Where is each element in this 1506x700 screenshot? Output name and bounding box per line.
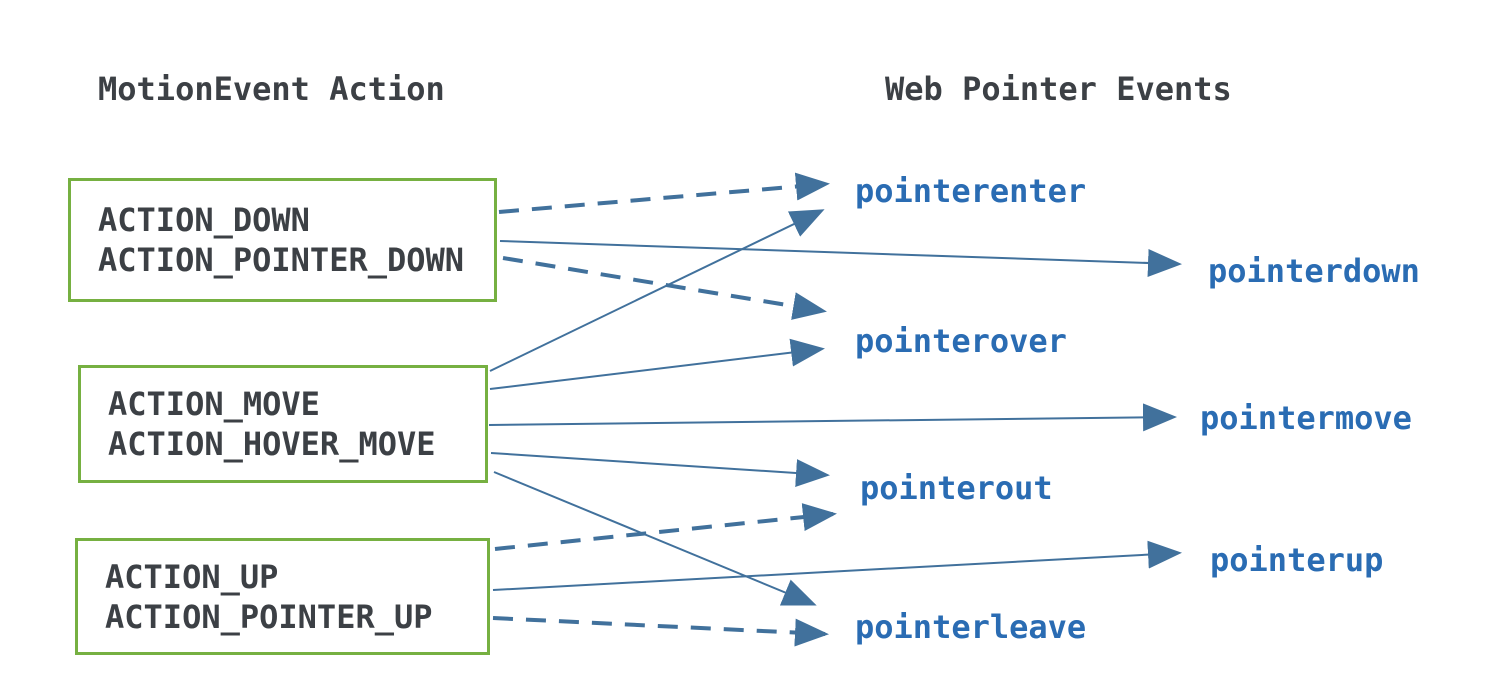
right-column-title: Web Pointer Events: [885, 70, 1232, 108]
event-pointerenter: pointerenter: [855, 172, 1087, 210]
event-pointerover: pointerover: [855, 322, 1067, 360]
edge-move-to-pointerleave: [493, 471, 817, 606]
action-label-hover-move: ACTION_HOVER_MOVE: [108, 425, 436, 463]
action-label-pointer-up: ACTION_POINTER_UP: [105, 597, 433, 636]
action-label-move: ACTION_MOVE: [108, 385, 320, 423]
edge-up-to-pointerup: [492, 540, 1182, 591]
edge-down-to-pointerdown: [499, 240, 1182, 277]
action-box-up: ACTION_UP ACTION_POINTER_UP: [75, 538, 490, 655]
event-pointermove: pointermove: [1200, 399, 1412, 437]
action-box-move: ACTION_MOVE ACTION_HOVER_MOVE: [78, 365, 488, 483]
edge-move-to-pointerenter: [489, 209, 825, 372]
action-label-up: ACTION_UP: [105, 557, 279, 596]
action-box-down: ACTION_DOWN ACTION_POINTER_DOWN: [68, 178, 497, 302]
edge-move-to-pointerout: [490, 452, 830, 488]
edge-move-to-pointermove: [488, 403, 1177, 432]
event-pointerdown: pointerdown: [1208, 252, 1420, 290]
action-label-pointer-down: ACTION_POINTER_DOWN: [98, 241, 465, 279]
edge-down-to-pointerover: [502, 256, 827, 320]
event-pointerleave: pointerleave: [855, 608, 1087, 646]
action-label-down: ACTION_DOWN: [98, 201, 310, 239]
edge-down-to-pointerenter: [498, 172, 830, 214]
edge-move-to-pointerover: [489, 338, 825, 390]
event-pointerout: pointerout: [860, 469, 1053, 507]
event-pointerup: pointerup: [1210, 541, 1384, 579]
edge-up-to-pointerleave: [492, 616, 829, 647]
edge-up-to-pointerout: [494, 503, 837, 551]
left-column-title: MotionEvent Action: [98, 70, 445, 108]
